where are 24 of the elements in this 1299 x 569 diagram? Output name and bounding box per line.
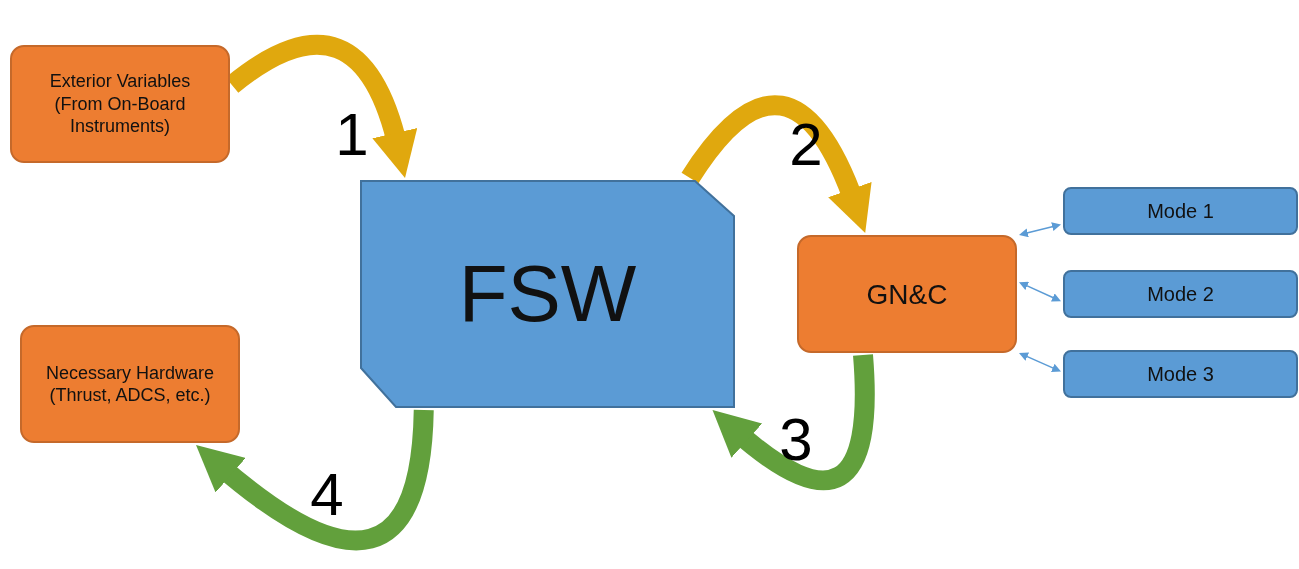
node-label: Mode 3: [1147, 361, 1214, 387]
arrow: [1019, 222, 1061, 238]
arrow: [1019, 352, 1061, 373]
arrow: [1019, 281, 1061, 302]
step-number: 3: [779, 410, 813, 470]
process-box: [20, 325, 240, 443]
step-number: 2: [789, 115, 823, 175]
step-number: 4: [310, 465, 344, 525]
mode-box: [1063, 270, 1298, 318]
mode-box: [1063, 350, 1298, 398]
curved-arrow: [195, 409, 434, 551]
node-label: FSW: [458, 248, 637, 340]
curved-arrow: [681, 95, 871, 233]
node-label: Necessary Hardware (Thrust, ADCS, etc.): [44, 361, 216, 407]
curved-arrow: [711, 354, 875, 491]
node-label: Exterior Variables (From On-Board Instruments): [48, 70, 192, 138]
process-box: [797, 235, 1017, 353]
node-label: Mode 1: [1147, 198, 1214, 224]
process-box: [10, 45, 230, 163]
node-label: Mode 2: [1147, 281, 1214, 307]
step-number: 1: [335, 105, 369, 165]
process-shape: [360, 180, 735, 408]
node-label: GN&C: [866, 277, 948, 312]
mode-box: [1063, 187, 1298, 235]
